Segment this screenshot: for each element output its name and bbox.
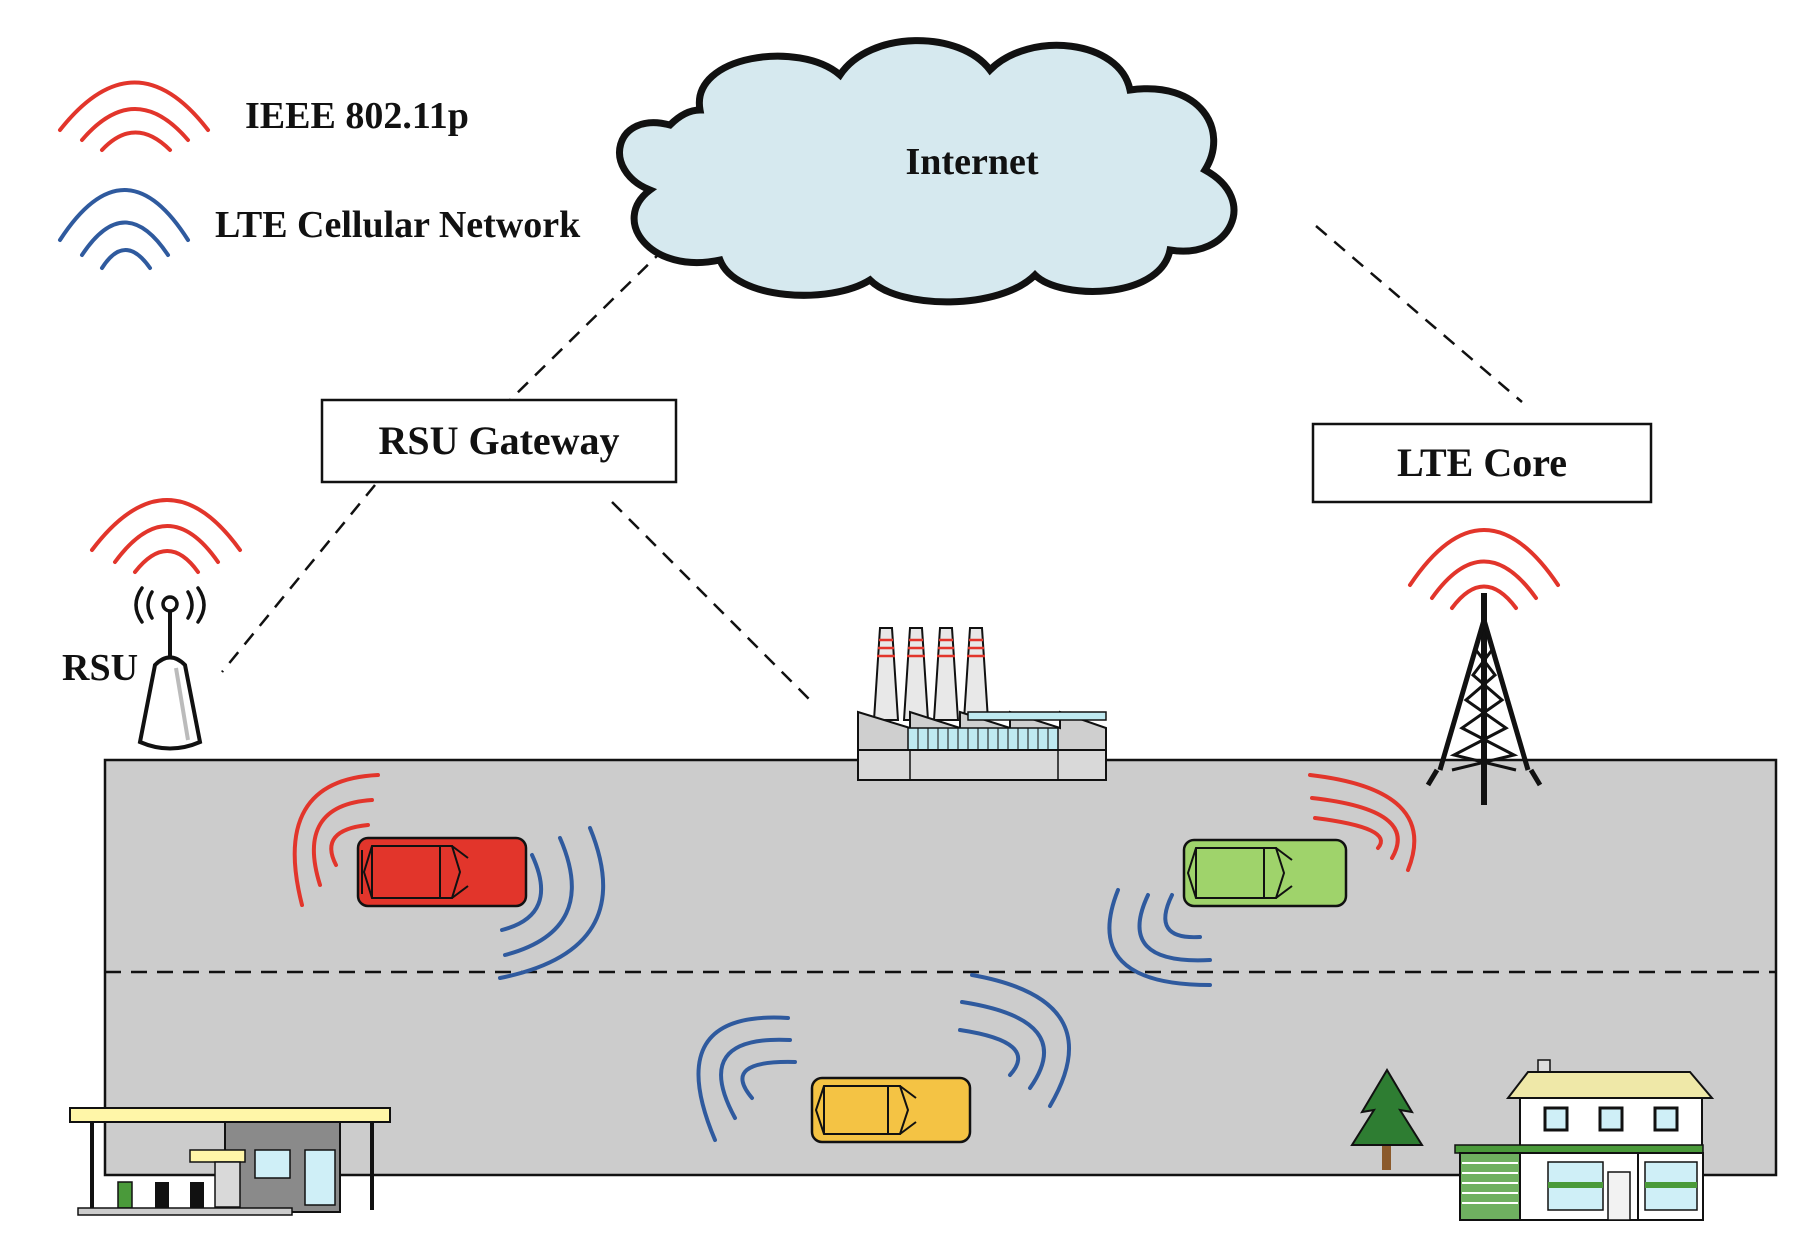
legend-ieee-label: IEEE 802.11p [245,95,469,137]
lte-core-label: LTE Core [1397,440,1567,485]
rsu-label: RSU [62,647,138,689]
legend: IEEE 802.11p LTE Cellular Network [58,80,581,270]
lte-core-box [1311,422,1653,504]
legend-lte-icon [58,188,190,270]
link-internet-gateway [509,247,666,401]
car-green [1107,773,1417,987]
legend-ieee-icon [58,80,210,152]
factory-icon [857,627,1107,781]
rsu-gateway-box [320,398,678,484]
link-gateway-factory [611,501,811,701]
cloud-icon [616,37,1238,306]
car-yellow [696,973,1072,1144]
car-red [292,773,606,980]
gas-station-icon [69,1107,391,1216]
rsu-gateway-label: RSU Gateway [378,418,619,463]
legend-lte-label: LTE Cellular Network [215,204,581,246]
tree-icon [1350,1068,1424,1170]
internet-label: Internet [906,141,1039,183]
link-internet-ltecore [1315,225,1523,403]
link-gateway-rsu [221,484,376,673]
cell-tower-icon [1408,528,1560,805]
house-icon [1454,1059,1715,1221]
rsu-antenna-icon [90,498,242,751]
